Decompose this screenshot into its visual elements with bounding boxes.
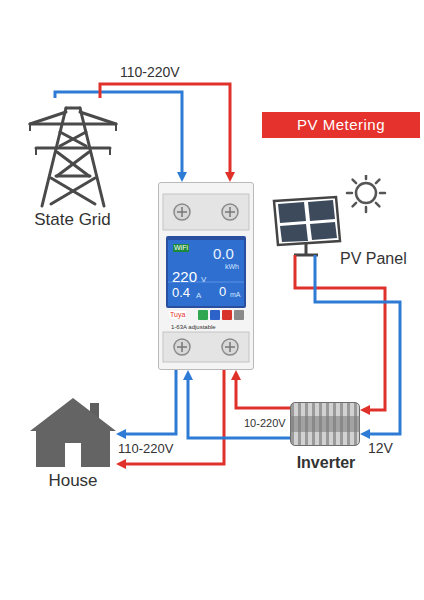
panel-cell (280, 224, 308, 242)
wire (188, 378, 290, 438)
wire-pair (116, 370, 224, 469)
node-label: PV Panel (340, 249, 407, 268)
wire (295, 272, 385, 410)
node-label: State Grid (20, 210, 125, 230)
unit-label: V (201, 275, 206, 284)
inverter-band (290, 416, 360, 432)
arrowhead (177, 172, 187, 182)
house-shape (30, 398, 116, 467)
panel-lead (294, 255, 297, 272)
panel-cell (278, 202, 306, 223)
control-button (222, 310, 232, 320)
pylon-strut (30, 112, 66, 124)
arrowhead (231, 370, 241, 380)
title-banner: PV Metering (262, 112, 420, 138)
terminal-screw (222, 204, 238, 220)
screw-slot (229, 342, 231, 352)
edge-label: 110-220V (116, 441, 175, 457)
pylon-strut (66, 107, 80, 110)
title-text: PV Metering (262, 112, 420, 138)
unit-label: kWh (225, 263, 239, 271)
arrowhead (360, 429, 370, 439)
insulator (29, 124, 31, 131)
edge-label: 110-220V (118, 64, 182, 81)
node-label: Inverter (271, 453, 381, 472)
insulator (109, 148, 111, 155)
screw-slot (181, 207, 183, 217)
wire (100, 84, 230, 174)
wire-pair (55, 84, 235, 182)
node-label: House (10, 471, 136, 491)
control-button (234, 310, 244, 320)
pylon-illustration (20, 98, 125, 208)
sun-ray (365, 207, 368, 212)
rating-text: 1-63A adjustable (171, 324, 216, 331)
arrowhead (225, 172, 235, 182)
sun-ray (353, 180, 357, 184)
voltage-reading: 220 (172, 268, 197, 285)
arrowhead (116, 429, 126, 439)
brand-logo: Tuya (169, 311, 186, 319)
edge-label: 10-220V (242, 416, 288, 430)
sun-icon (356, 183, 376, 203)
terminal-screw (222, 339, 238, 355)
panel-frame (274, 197, 340, 245)
pylon-strut (57, 152, 89, 176)
pylon-strut (36, 147, 110, 150)
terminal-screw (174, 339, 190, 355)
unit-label: A (196, 291, 201, 300)
leak-reading: 0 (219, 285, 226, 300)
pylon-strut (51, 178, 95, 204)
sun-ray (353, 203, 357, 207)
sun-ray (365, 175, 368, 179)
unit-label: mA (230, 291, 241, 299)
arrowhead (183, 370, 193, 380)
arrowhead (360, 405, 370, 415)
screw-slot (229, 207, 231, 217)
control-button (198, 310, 208, 320)
insulator (35, 148, 37, 155)
terminal-screw (174, 204, 190, 220)
energy-reading: 0.0 (213, 245, 234, 262)
inverter-body (290, 402, 360, 446)
sun-ray (376, 203, 380, 207)
arrowhead (116, 459, 126, 469)
edge-label: 12V (366, 440, 395, 457)
lcd-screen (168, 240, 244, 306)
wire (236, 378, 290, 408)
pylon-strut (57, 152, 89, 176)
screen-frame (166, 236, 246, 308)
current-reading: 0.4 (172, 286, 190, 301)
sun-ray (376, 180, 380, 184)
house-outline (30, 397, 116, 467)
panel-stand (305, 244, 308, 255)
pv-node: PV Panel (260, 175, 412, 272)
pylon-strut (80, 112, 116, 124)
pylon-strut (56, 175, 90, 178)
control-button (210, 310, 220, 320)
sun-ray (380, 192, 385, 195)
house-node: House (30, 397, 116, 467)
meter-node: WiFi 0.0kWh 220 V 0.4 A 0 mA Tuya 1-63A adjustabl… (158, 182, 254, 370)
grid-node: State Grid (20, 98, 125, 232)
panel-lead (314, 255, 317, 272)
wire (124, 370, 176, 434)
pylon-strut (60, 132, 86, 146)
panel-cell (310, 222, 337, 240)
terminal-block (163, 194, 249, 230)
pylon-strut (60, 132, 86, 146)
pylon-strut (51, 178, 95, 204)
insulator (115, 124, 117, 131)
panel-cell (308, 200, 335, 221)
wifi-badge: WiFi (173, 244, 189, 252)
inverter-node: Inverter (290, 402, 360, 446)
terminal-block (163, 332, 249, 362)
pylon-strut (30, 123, 116, 126)
wire-pair (183, 370, 290, 438)
house-door (65, 443, 81, 467)
screw-slot (181, 342, 183, 352)
sun-ray (347, 192, 352, 195)
